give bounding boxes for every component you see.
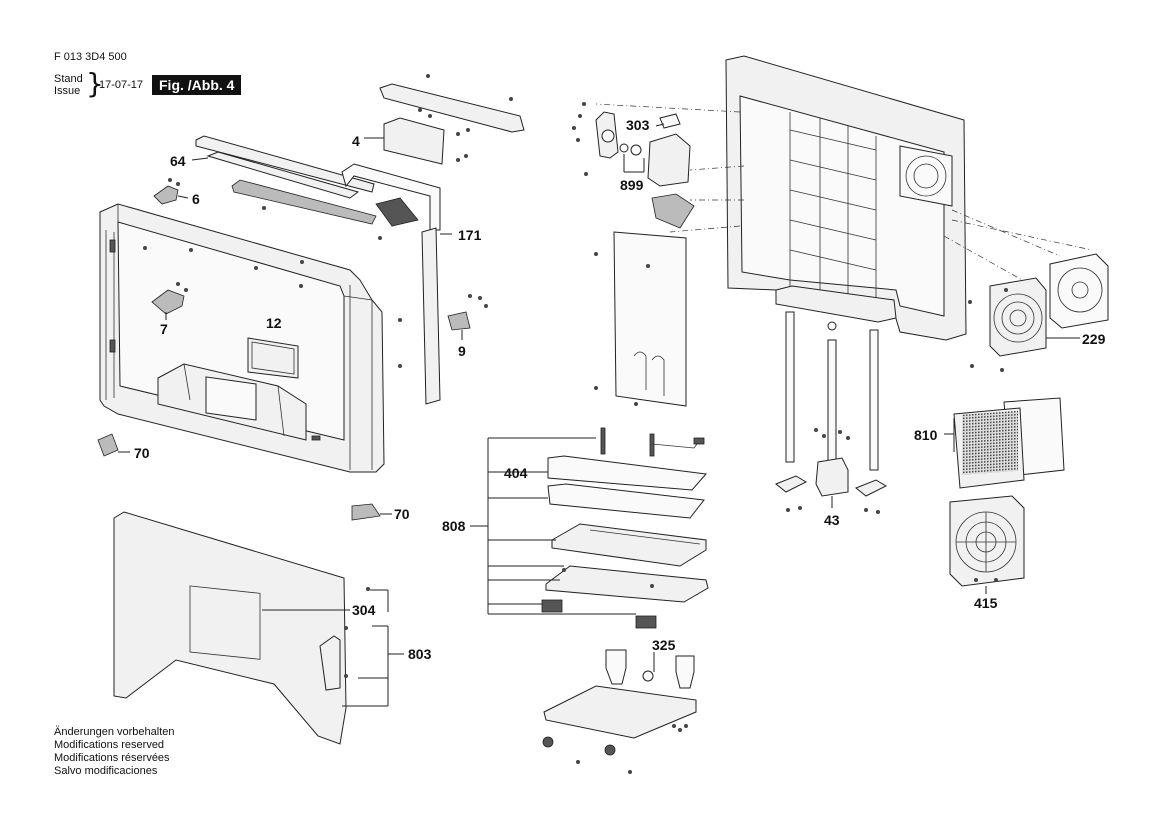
callout-803: 803 <box>408 646 432 662</box>
hinge-bracket-6 <box>153 178 189 205</box>
brace-glyph: } <box>86 67 104 100</box>
callout-229: 229 <box>1082 331 1106 347</box>
callout-808: 808 <box>442 518 466 534</box>
heatbed-404 <box>547 455 707 491</box>
notice-line-es: Salvo modificaciones <box>54 765 158 777</box>
motor-bracket-assembly <box>572 102 691 187</box>
part-number: F 013 3D4 500 <box>54 51 127 63</box>
stand-label: Stand <box>54 73 83 85</box>
callout-64: 64 <box>170 153 186 169</box>
fan-assembly-229 <box>968 253 1109 372</box>
callout-171: 171 <box>458 227 482 243</box>
callout-6: 6 <box>192 191 200 207</box>
callout-325: 325 <box>652 637 676 653</box>
guide-rods <box>785 311 879 471</box>
cable-holder <box>651 193 695 229</box>
hinge-bracket-7 <box>151 282 188 320</box>
panel-4 <box>364 108 470 165</box>
front-frame <box>99 203 402 473</box>
issue-date: 17-07-17 <box>99 79 144 91</box>
callout-labels: 4 64 6 7 12 70 70 171 9 303 899 229 810 … <box>134 117 1106 662</box>
modifications-notice: Änderungen vorbehalten Modifications res… <box>54 726 174 778</box>
callout-7: 7 <box>160 321 168 337</box>
leader-lines <box>388 123 1078 655</box>
bed-assembly <box>470 427 709 629</box>
foot-70-left <box>97 433 130 457</box>
cable-171 <box>421 227 452 405</box>
foot-70-right <box>351 503 392 521</box>
rear-frame <box>595 55 1093 341</box>
callout-70-right: 70 <box>394 506 410 522</box>
fan-grille-415 <box>949 495 1025 594</box>
top-cover-bar <box>379 74 525 133</box>
callout-43: 43 <box>824 512 840 528</box>
figure-badge: Fig. /Abb. 4 <box>152 75 242 95</box>
pcb-plate <box>594 231 687 407</box>
rear-fan-window <box>899 145 953 207</box>
callout-303: 303 <box>626 117 650 133</box>
base-plate <box>542 649 697 774</box>
callout-899: 899 <box>620 177 644 193</box>
notice-line-en: Modifications reserved <box>54 739 165 751</box>
side-door <box>113 511 389 745</box>
issue-label: Issue <box>54 85 81 97</box>
display-window <box>247 337 299 379</box>
notice-line-fr: Modifications réservées <box>54 752 170 764</box>
callout-810: 810 <box>914 427 938 443</box>
notice-line-de: Änderungen vorbehalten <box>54 726 175 738</box>
callout-304: 304 <box>352 602 376 618</box>
callout-404: 404 <box>504 465 528 481</box>
filter-810 <box>944 397 1065 489</box>
callout-9: 9 <box>458 343 466 359</box>
z-motor-43 <box>775 428 888 514</box>
switch-9 <box>447 294 488 340</box>
callout-70-left: 70 <box>134 445 150 461</box>
rail-64 <box>191 135 382 240</box>
callout-12: 12 <box>266 315 282 331</box>
callout-415: 415 <box>974 595 998 611</box>
callout-4: 4 <box>352 133 360 149</box>
